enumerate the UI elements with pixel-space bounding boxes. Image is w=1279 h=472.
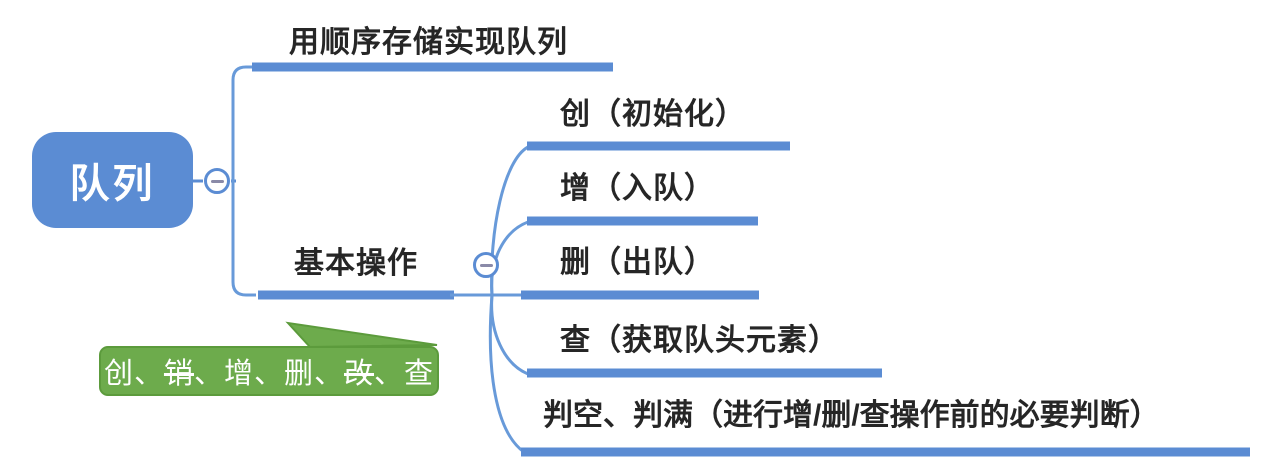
connector-to-create (490, 145, 529, 296)
callout-body[interactable] (99, 346, 439, 396)
underline-branch-sequential (252, 62, 613, 72)
collapse-button-basic-ops[interactable] (473, 252, 499, 278)
underline-branch-basic-ops (258, 290, 454, 300)
callout-segment: 、增、删、 (193, 358, 344, 390)
root-node-queue[interactable]: 队列 (32, 132, 193, 228)
minus-icon (479, 263, 493, 267)
branch-basic-operations[interactable]: 基本操作 (294, 247, 418, 280)
child-create[interactable]: 创（初始化） (560, 98, 746, 131)
child-enqueue[interactable]: 增（入队） (560, 172, 715, 205)
callout-crud-note[interactable]: 创、销、增、删、改、查 (100, 347, 438, 395)
child-check-empty-full[interactable]: 判空、判满（进行增/删/查操作前的必要判断） (543, 399, 1160, 432)
root-label: 队列 (69, 162, 156, 206)
underline-check (521, 447, 1250, 457)
connector-to-check (488, 294, 525, 454)
child-peek[interactable]: 查（获取队头元素） (560, 324, 839, 357)
connector-to-peek (490, 294, 529, 376)
underline-peek (527, 368, 882, 378)
branch-sequential-storage[interactable]: 用顺序存储实现队列 (289, 26, 568, 59)
callout-segment: 、查 (374, 358, 435, 390)
child-dequeue[interactable]: 删（出队） (560, 246, 715, 279)
minus-icon (210, 179, 224, 183)
underline-dequeue (521, 290, 759, 300)
underline-enqueue (527, 216, 758, 226)
underline-create (527, 141, 790, 151)
connector-trunk (231, 65, 256, 297)
callout-segment-struck: 改 (344, 358, 375, 390)
connector-to-enqueue (490, 220, 529, 296)
callout-tail (285, 321, 438, 349)
collapse-button-root[interactable] (204, 168, 230, 194)
callout-segment: 创、 (103, 358, 164, 390)
callout-segment-struck: 销 (163, 358, 194, 390)
